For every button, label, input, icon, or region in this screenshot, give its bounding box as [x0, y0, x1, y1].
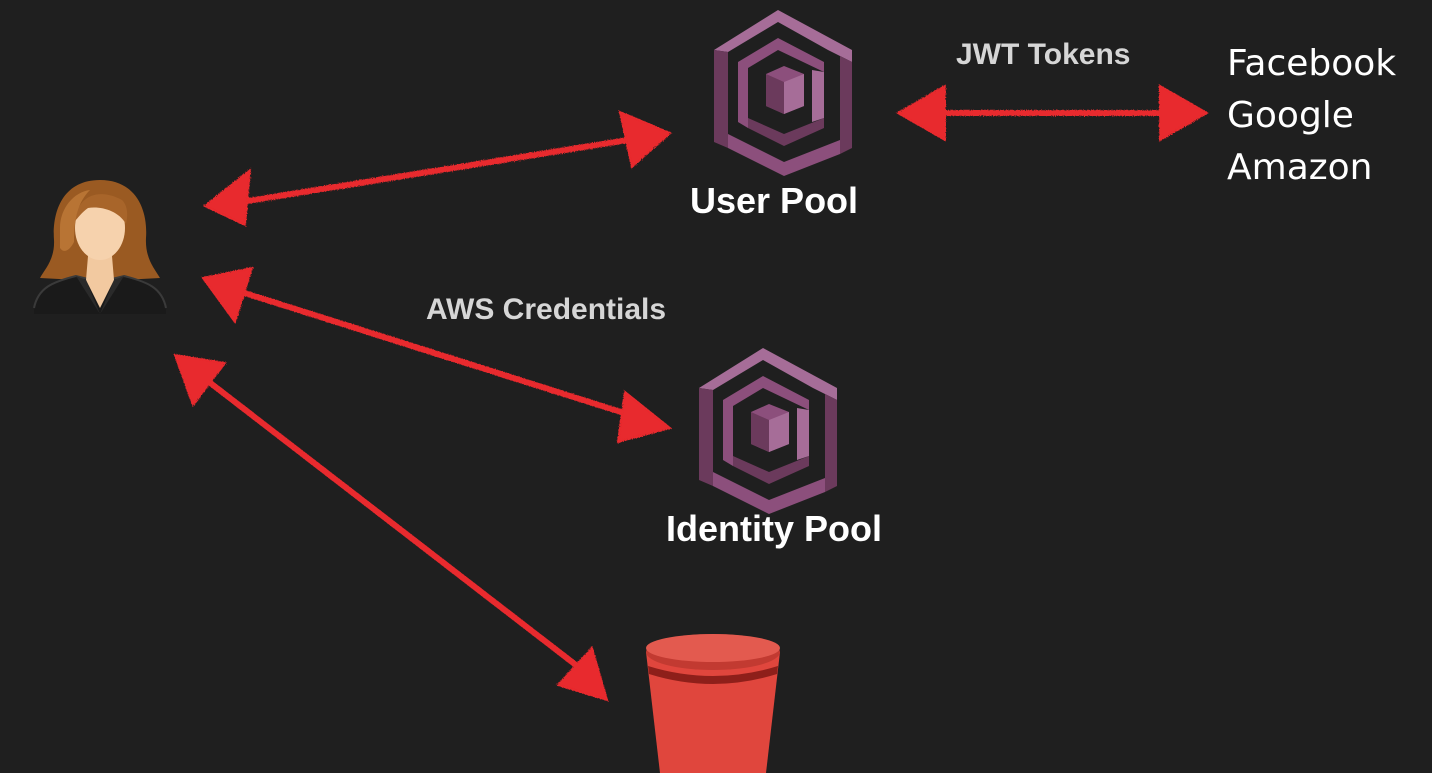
jwt-tokens-label: JWT Tokens — [956, 38, 1131, 71]
s3-bucket-icon — [646, 634, 780, 773]
user-avatar-icon — [33, 180, 167, 314]
arrow-user-to-bucket — [173, 353, 609, 702]
identity-pool-cognito-icon — [699, 348, 837, 514]
aws-credentials-label: AWS Credentials — [426, 293, 667, 326]
arrow-user-to-identity-pool — [201, 266, 673, 444]
provider-google: Google — [1227, 95, 1354, 136]
identity-pool-label: Identity Pool — [666, 508, 882, 549]
provider-amazon: Amazon — [1227, 147, 1373, 188]
user-pool-label: User Pool — [690, 180, 859, 221]
arrow-user-to-user-pool — [203, 110, 672, 227]
provider-facebook: Facebook — [1227, 43, 1397, 84]
arrow-user-pool-to-providers — [895, 84, 1210, 142]
identity-providers-list: Facebook Google Amazon — [1227, 38, 1396, 194]
user-pool-cognito-icon — [714, 10, 852, 176]
